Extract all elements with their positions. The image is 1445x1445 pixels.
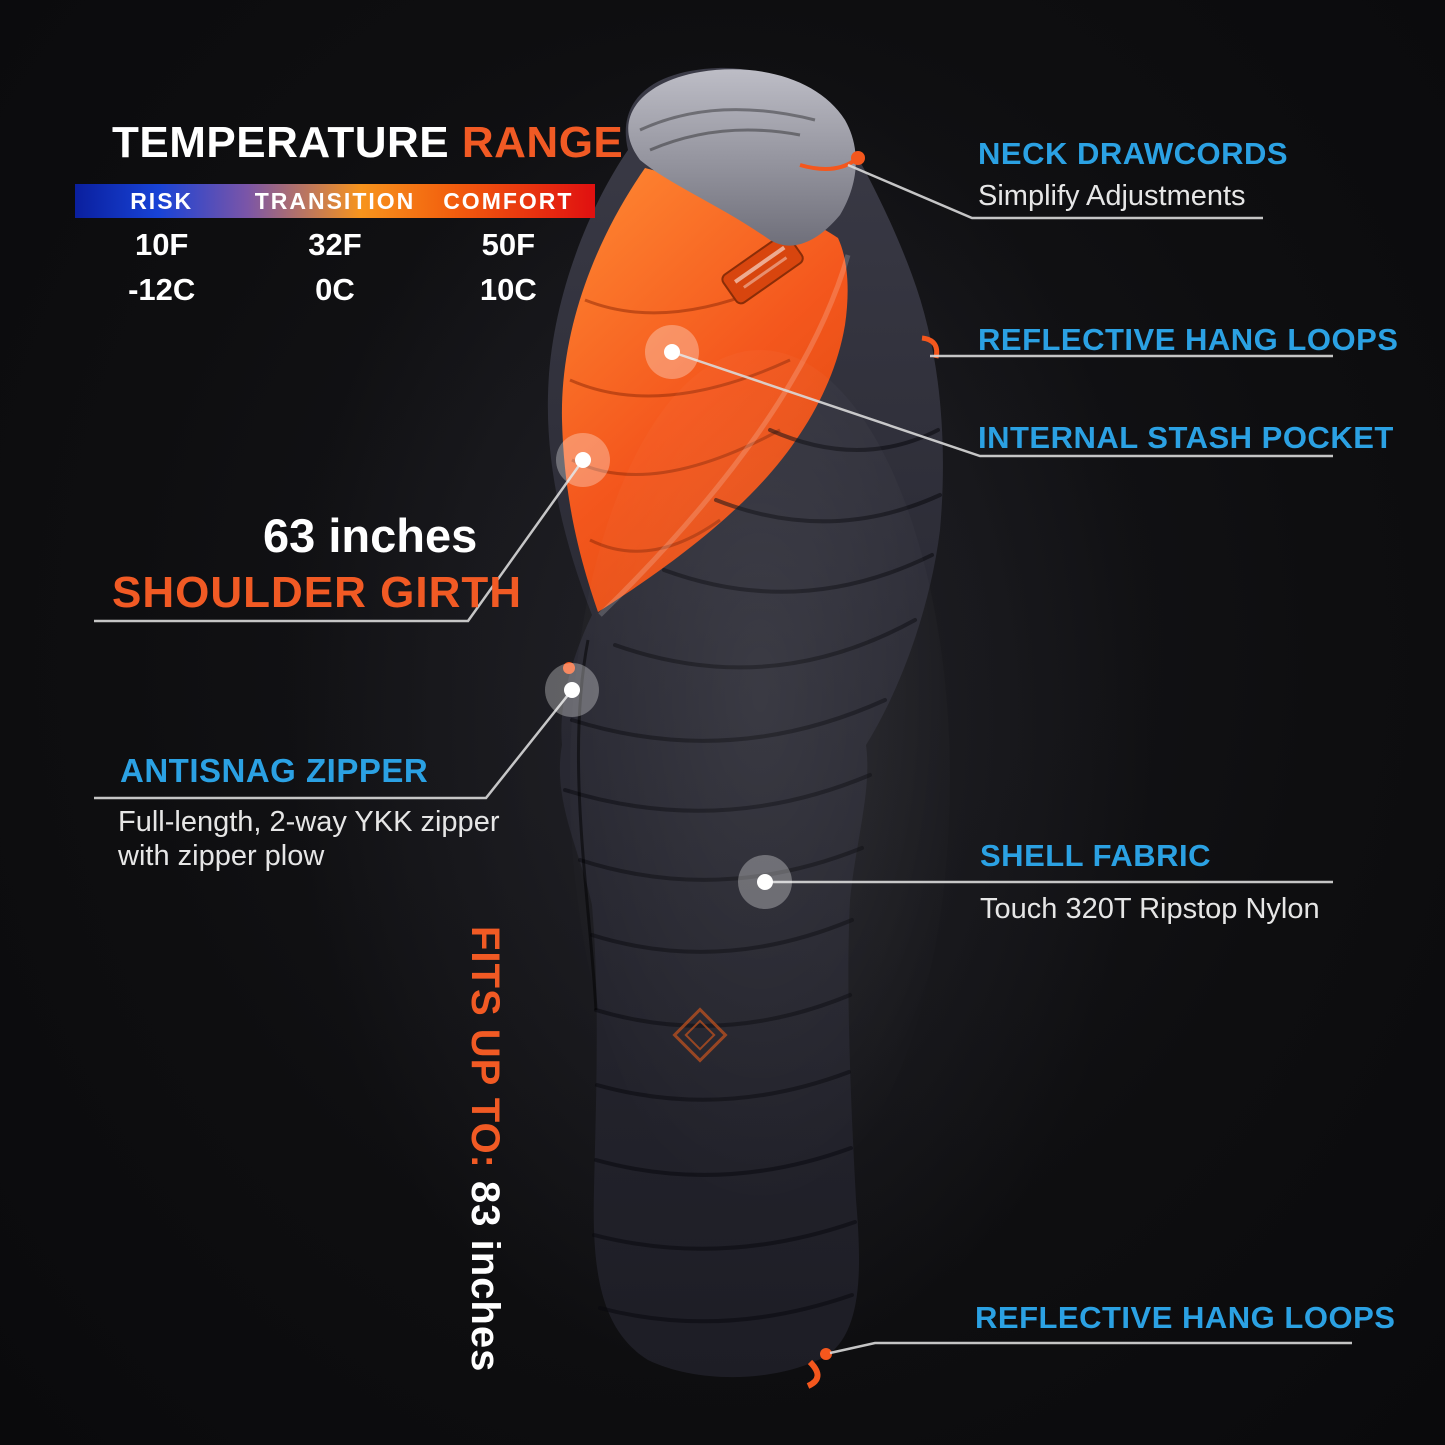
temp-f-risk: 10F [134, 226, 189, 262]
hang-loop-bottom [806, 1359, 821, 1389]
temperature-title-accent: RANGE [461, 118, 624, 167]
internal-stash-pocket-title: INTERNAL STASH POCKET [978, 420, 1394, 455]
shell-fabric-title: SHELL FABRIC [980, 838, 1212, 873]
brand-patch [721, 233, 804, 305]
neck-drawcords-subtitle: Simplify Adjustments [978, 180, 1246, 212]
temperature-values: 10F 32F 50F -12C 0C 10C [75, 222, 595, 312]
hang-loop-bottom-nub [820, 1348, 832, 1360]
reflective-hang-loops-bottom-title: REFLECTIVE HANG LOOPS [975, 1300, 1396, 1335]
zone-transition-label: TRANSITION [254, 187, 416, 214]
fits-up-to-text: FITS UP TO: 83 inches [462, 926, 507, 1386]
zipper-plow [563, 662, 575, 674]
neck-drawcords-line [847, 163, 1263, 220]
antisnag-zipper-title: ANTISNAG ZIPPER [120, 752, 429, 789]
stash-pocket-line [671, 350, 1333, 458]
neck-drawcords-title: NECK DRAWCORDS [978, 136, 1289, 171]
bag-hood [628, 69, 856, 246]
temp-c-risk: -12C [128, 271, 196, 307]
fits-up-to-value: 83 inches [463, 1181, 507, 1373]
callout-dots [545, 325, 792, 909]
temperature-title-main: TEMPERATURE [112, 118, 450, 167]
temperature-gradient-bar: RISK TRANSITION COMFORT [75, 184, 595, 218]
callout-lines [94, 163, 1352, 1355]
reflective-hang-loops-top-title: REFLECTIVE HANG LOOPS [978, 322, 1399, 357]
antisnag-zipper-line2: with zipper plow [118, 840, 325, 872]
fits-up-to-label: FITS UP TO: [463, 926, 507, 1181]
hood-creases [639, 108, 816, 152]
temp-f-transition: 32F [308, 226, 362, 262]
neck-drawcord [799, 158, 857, 171]
shell-fabric-subtitle: Touch 320T Ripstop Nylon [980, 893, 1320, 925]
temp-c-transition: 0C [315, 271, 355, 307]
hang-loops-bottom-line [829, 1341, 1352, 1355]
zone-risk-label: RISK [130, 187, 194, 214]
zipper-line [576, 639, 598, 1011]
zone-comfort-label: COMFORT [443, 187, 574, 214]
shoulder-girth-line [94, 459, 585, 623]
antisnag-zipper-line1: Full-length, 2-way YKK zipper [118, 806, 500, 838]
temperature-range-title: TEMPERATURE RANGE [112, 118, 623, 168]
shoulder-girth-value: 63 inches [263, 509, 478, 562]
temp-c-comfort: 10C [479, 271, 537, 307]
shell-sheen [570, 350, 950, 1210]
drawcord-toggle [851, 151, 865, 165]
temp-f-comfort: 50F [481, 226, 536, 262]
brand-logo [672, 1007, 728, 1063]
antisnag-zipper-line [94, 689, 573, 800]
shoulder-girth-label: SHOULDER GIRTH [112, 568, 522, 617]
